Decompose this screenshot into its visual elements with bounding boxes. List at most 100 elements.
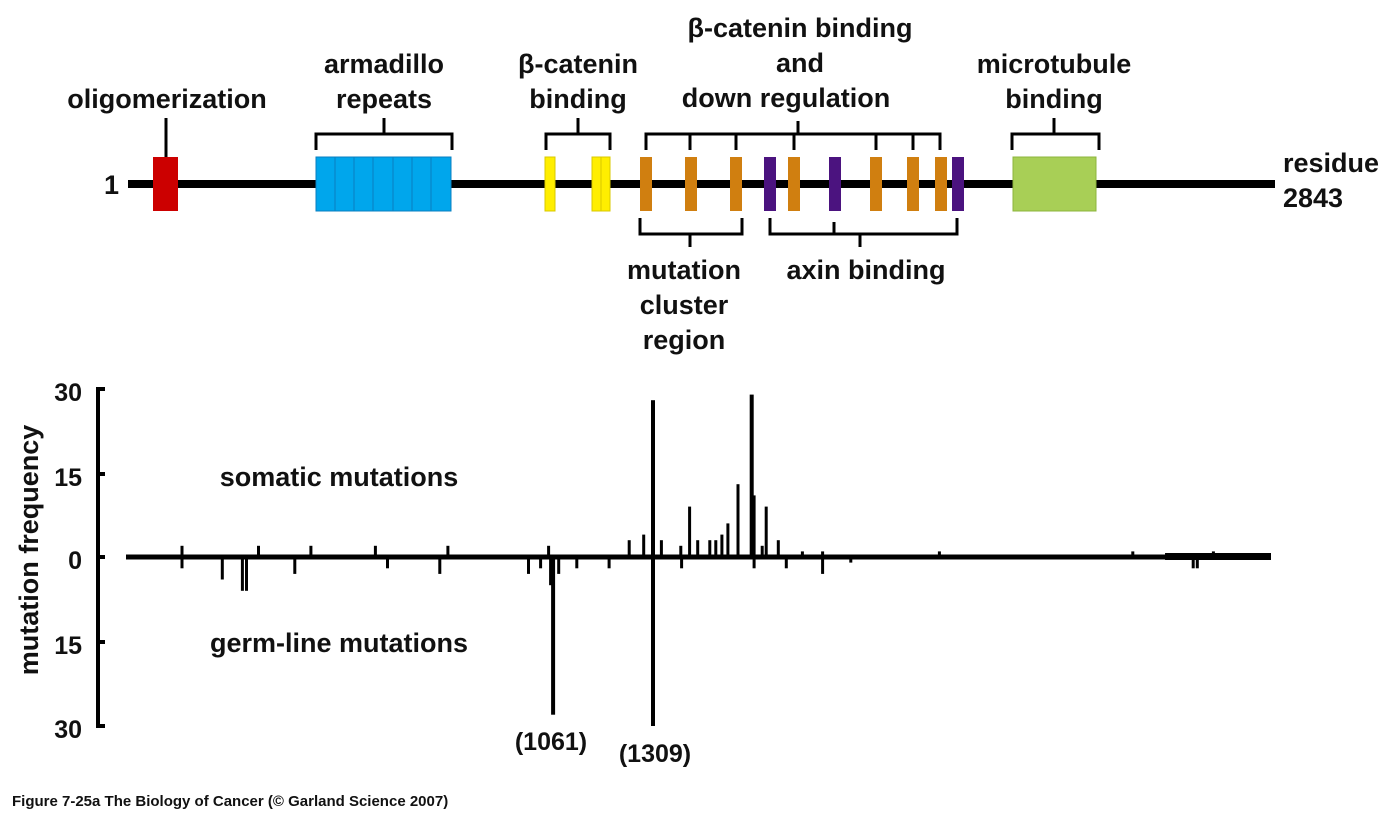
germline-mutation-bar xyxy=(551,557,556,715)
hotspot-1309-label: (1309) xyxy=(619,740,691,768)
y-tick-label: 15 xyxy=(54,632,82,660)
axin-binding-site xyxy=(952,157,964,211)
end-residue-label-line1: residue xyxy=(1283,148,1379,178)
germline-mutation-bar xyxy=(180,557,184,569)
mutation-cluster-bracket xyxy=(638,218,744,247)
armadillo-repeats-domain xyxy=(315,156,452,212)
germline-mutations-label: germ-line mutations xyxy=(210,628,468,658)
germline-mutation-bar xyxy=(386,557,389,569)
germline-mutation-bar xyxy=(539,557,543,569)
protein-map: 1 residue 2843 oligomerization armadillo… xyxy=(67,13,1379,355)
oligomerization-label: oligomerization xyxy=(67,84,267,114)
somatic-mutation-bar xyxy=(373,545,377,557)
germline-mutation-bar xyxy=(784,557,788,569)
germline-mutation-bar xyxy=(245,557,248,591)
somatic-mutation-bar xyxy=(708,540,712,557)
somatic-mutation-bar xyxy=(659,540,663,557)
y-tick-label: 30 xyxy=(54,716,82,744)
down-regulation-repeat xyxy=(730,157,742,211)
hotspot-1061-label: (1061) xyxy=(515,728,587,756)
somatic-mutation-bar xyxy=(688,506,692,557)
mutation-bars xyxy=(180,394,1271,726)
germline-mutation-bar xyxy=(680,557,684,569)
somatic-mutation-bar xyxy=(776,540,780,557)
axin-binding-label: axin binding xyxy=(787,255,946,285)
somatic-mutation-bar xyxy=(937,551,941,557)
figure-caption: Figure 7-25a The Biology of Cancer (© Ga… xyxy=(12,793,448,810)
microtubule-binding-domain xyxy=(1012,156,1097,212)
armadillo-label-line2: repeats xyxy=(336,84,432,114)
germline-mutation-bar xyxy=(1191,557,1195,569)
microtubule-label-line1: microtubule xyxy=(977,49,1132,79)
somatic-mutation-bar xyxy=(1131,551,1135,557)
down-regulation-repeat xyxy=(788,157,800,211)
axin-binding-bracket xyxy=(768,218,959,247)
somatic-mutation-bar xyxy=(720,534,724,557)
beta-catenin-repeat-1 xyxy=(544,156,556,212)
somatic-mutation-bar xyxy=(696,540,700,557)
armadillo-label-line1: armadillo xyxy=(324,49,444,79)
beta-catenin-label-line2: binding xyxy=(529,84,626,114)
somatic-mutation-bar xyxy=(749,394,754,557)
germline-mutation-bar xyxy=(651,557,655,726)
somatic-mutation-bar xyxy=(446,545,450,557)
c-terminal-baseline-segment xyxy=(1165,553,1271,560)
y-axis-label: mutation frequency xyxy=(14,425,44,676)
somatic-mutation-bar xyxy=(821,551,825,557)
somatic-mutation-bar xyxy=(651,400,655,557)
germline-mutation-bar xyxy=(240,557,244,591)
end-residue-label-line2: 2843 xyxy=(1283,183,1343,213)
somatic-mutation-bar xyxy=(764,506,768,557)
y-tick-label: 15 xyxy=(54,464,82,492)
germline-mutation-bar xyxy=(549,557,553,586)
somatic-mutation-bar xyxy=(642,534,646,557)
somatic-mutation-bar xyxy=(800,551,804,557)
germline-mutation-bar xyxy=(575,557,579,569)
down-regulation-repeat xyxy=(907,157,919,211)
mutation-chart: 30 15 0 15 30 mutation frequency somatic… xyxy=(14,379,1271,768)
germline-mutation-bar xyxy=(607,557,611,569)
somatic-mutation-bar xyxy=(714,540,718,557)
somatic-mutation-bar xyxy=(547,545,551,557)
down-regulation-label-line1: β-catenin binding xyxy=(688,13,913,43)
microtubule-label-line2: binding xyxy=(1005,84,1102,114)
germline-mutation-bar xyxy=(752,557,756,569)
axin-binding-site xyxy=(829,157,841,211)
down-regulation-repeat xyxy=(935,157,947,211)
somatic-mutations-label: somatic mutations xyxy=(220,462,459,492)
somatic-mutation-bar xyxy=(627,540,631,557)
germline-mutation-bar xyxy=(849,557,853,563)
down-regulation-bracket xyxy=(644,121,942,150)
mutation-cluster-label-line3: region xyxy=(643,325,726,355)
somatic-mutation-bar xyxy=(726,523,730,557)
germline-mutation-bar xyxy=(220,557,224,580)
germline-mutation-bar xyxy=(527,557,530,574)
somatic-mutation-bar xyxy=(679,545,683,557)
germline-mutation-bar xyxy=(557,557,561,574)
y-tick-label: 0 xyxy=(68,547,82,575)
y-tick-label: 30 xyxy=(54,379,82,407)
mutation-cluster-label-line1: mutation xyxy=(627,255,741,285)
armadillo-bracket xyxy=(314,118,454,150)
down-regulation-repeat xyxy=(870,157,882,211)
oligomerization-domain xyxy=(153,157,178,211)
somatic-mutation-bar xyxy=(180,545,184,557)
somatic-mutation-bar xyxy=(257,545,260,557)
somatic-mutation-bar xyxy=(736,484,740,557)
down-regulation-label-line2: and xyxy=(776,48,824,78)
germline-mutation-bar xyxy=(1195,557,1199,569)
mutation-cluster-label-line2: cluster xyxy=(640,290,729,320)
germline-mutation-bar xyxy=(821,557,825,574)
down-regulation-repeat xyxy=(685,157,697,211)
somatic-mutation-bar xyxy=(752,495,756,557)
germline-mutation-bar xyxy=(293,557,297,574)
germline-mutation-bar xyxy=(438,557,442,574)
microtubule-bracket xyxy=(1010,118,1101,150)
somatic-mutation-bar xyxy=(309,545,313,557)
beta-catenin-bracket xyxy=(544,118,612,150)
axin-binding-site xyxy=(764,157,776,211)
start-residue-label: 1 xyxy=(104,170,119,200)
beta-catenin-label-line1: β-catenin xyxy=(518,49,638,79)
down-regulation-label-line3: down regulation xyxy=(682,83,891,113)
